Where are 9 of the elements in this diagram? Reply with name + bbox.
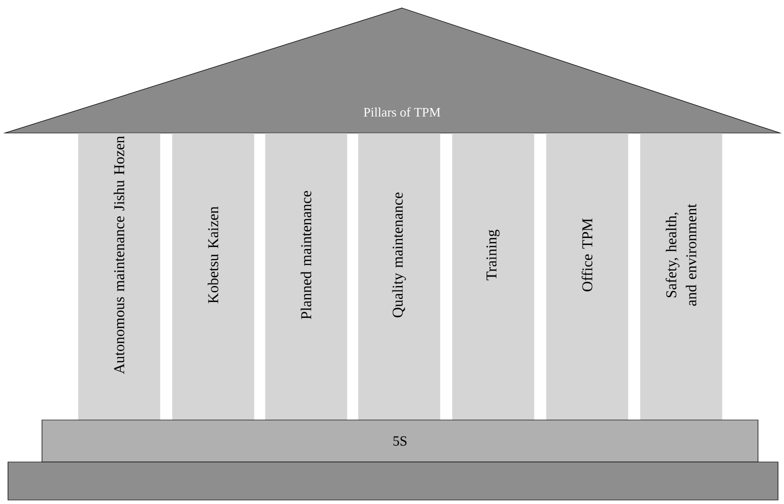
pillar: Office TPM: [546, 133, 628, 420]
step-platform: 5S: [42, 420, 758, 462]
pillar: Autonomous maintenance Jishu Hozen: [78, 133, 160, 420]
pillar: Kobetsu Kaizen: [172, 133, 254, 420]
pillar: Training: [452, 133, 534, 420]
pillar: Planned maintenance: [265, 133, 348, 420]
step-platform: [8, 462, 778, 500]
pillar: Safety, health, and environment: [640, 133, 722, 420]
pillar: Quality maintenance: [358, 133, 440, 420]
